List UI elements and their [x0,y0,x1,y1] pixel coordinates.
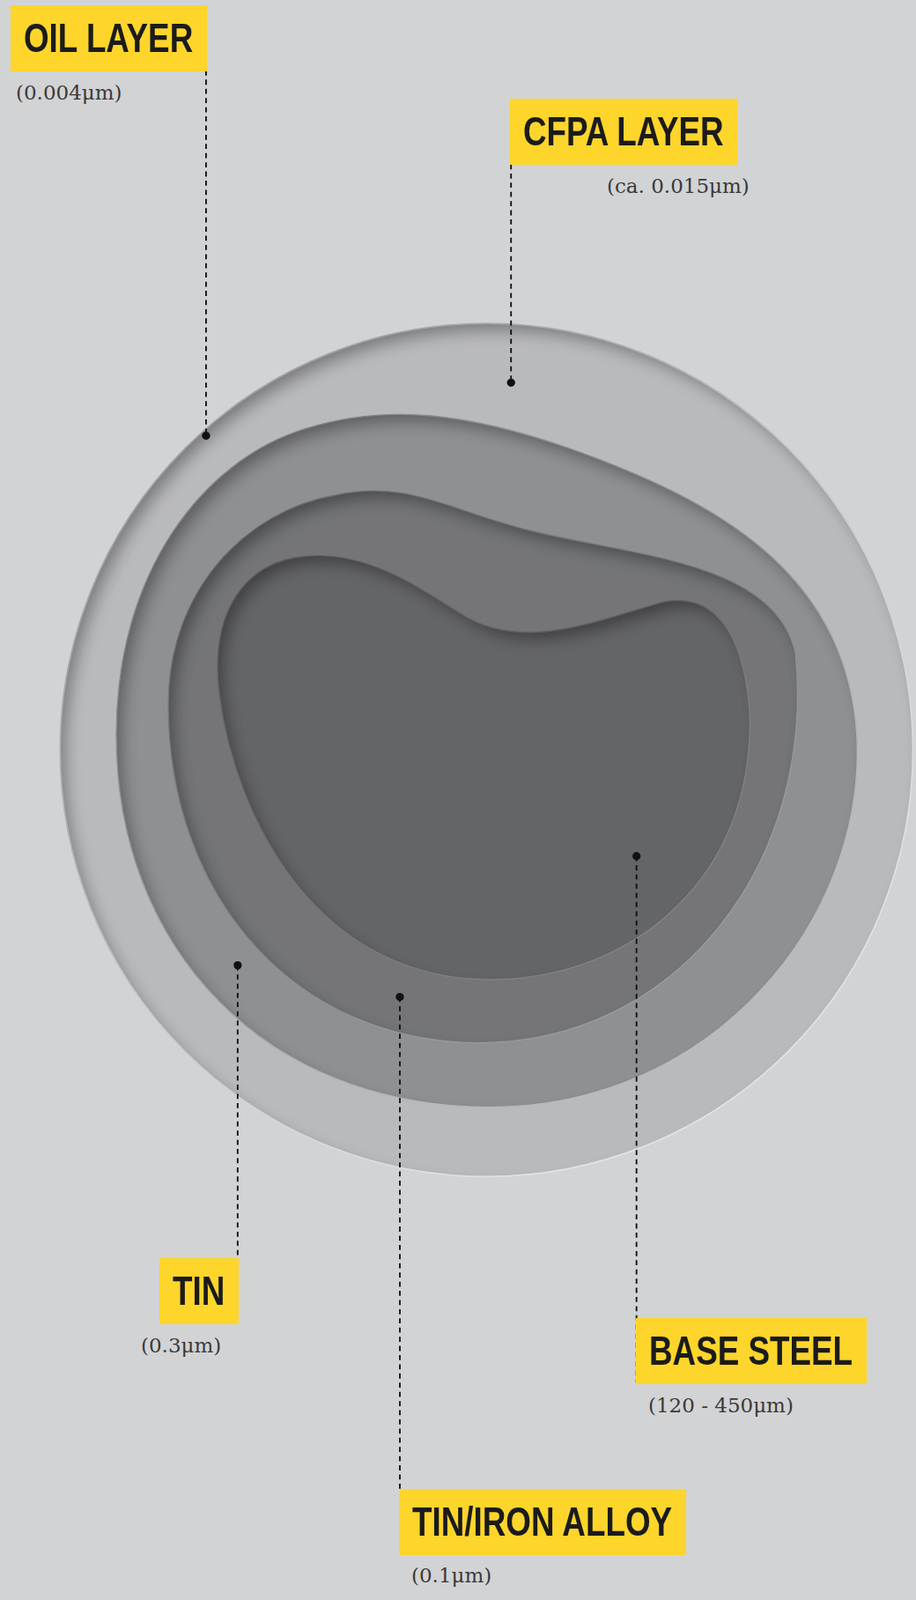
leader-line [398,997,401,1553]
thickness-label: (0.1μm) [411,1561,492,1589]
thickness-label: (ca. 0.015μm) [606,172,750,200]
base-steel-shape [217,555,750,980]
layer-name: TIN [172,1257,225,1324]
thickness-label: (0.004μm) [15,79,123,106]
thickness-label: (120 - 450μm) [648,1391,794,1419]
tin-layer-shape [168,490,798,1043]
layer-name: BASE STEEL [649,1317,853,1384]
label-box: TIN/IRON ALLOY [398,1488,687,1555]
leader-dot [395,992,404,1001]
label-box: BASE STEEL [635,1317,867,1384]
oil-layer-shape [59,323,913,1176]
label-box: OIL LAYER [10,5,207,72]
layer-name: TIN/IRON ALLOY [412,1488,673,1555]
thickness-label: (0.3μm) [140,1331,222,1359]
leader-dot [507,378,516,387]
label-box: TIN [159,1257,239,1324]
layer-name: CFPA LAYER [523,98,724,165]
cfpa-layer-shape [116,413,857,1107]
label-box: CFPA LAYER [509,98,738,165]
leader-dots [201,378,641,1001]
leader-dot [632,851,641,860]
leader-dot [233,960,242,969]
layer-name: OIL LAYER [23,5,193,72]
leader-dot [201,431,210,440]
leader-lines [206,6,637,1553]
leader-line [635,856,638,1383]
